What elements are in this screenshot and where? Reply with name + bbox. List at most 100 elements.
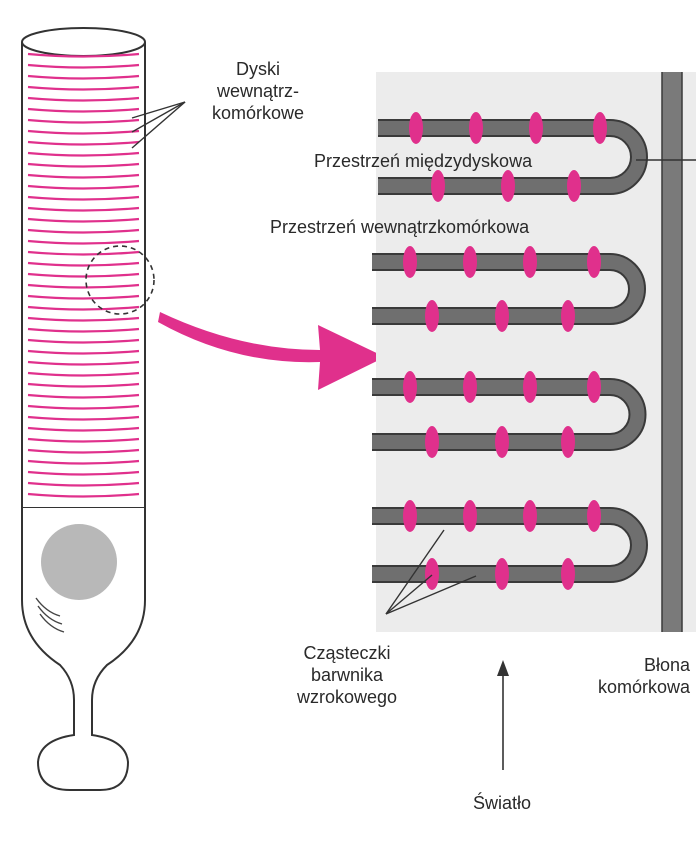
rod-disc-stripe bbox=[27, 305, 140, 311]
pigment-molecule bbox=[463, 246, 477, 278]
rod-nucleus bbox=[41, 524, 117, 600]
cell-membrane bbox=[662, 72, 682, 632]
pigment-molecule bbox=[463, 371, 477, 403]
rod-disc-stripe bbox=[27, 481, 140, 487]
rod-disc-stripe bbox=[27, 239, 140, 245]
pigment-molecule bbox=[431, 170, 445, 202]
rod-disc-stripe bbox=[27, 206, 140, 212]
pigment-molecule bbox=[425, 300, 439, 332]
pigment-molecules bbox=[403, 112, 607, 590]
pigment-molecule bbox=[495, 558, 509, 590]
membrane-label: Błona komórkowa bbox=[598, 654, 696, 698]
disc-membrane bbox=[372, 380, 645, 449]
disc-label-line1: Dyski bbox=[236, 59, 280, 79]
pigment-label-line3: wzrokowego bbox=[296, 687, 398, 707]
membrane-label-line1: Błona bbox=[644, 655, 691, 675]
rod-disc-stripe bbox=[27, 107, 140, 113]
rod-disc-stripe bbox=[27, 437, 140, 443]
pigment-label: Cząsteczki barwnika wzrokowego bbox=[282, 642, 412, 708]
rod-disc-stripe bbox=[27, 360, 140, 366]
pigment-molecule bbox=[403, 246, 417, 278]
rod-disc-stripe bbox=[27, 338, 140, 344]
rod-cell bbox=[21, 27, 155, 791]
rod-disc-stripe bbox=[27, 426, 140, 432]
disc-label: Dyski wewnątrz- komórkowe bbox=[198, 58, 318, 124]
pigment-molecule bbox=[403, 500, 417, 532]
rod-disc-stripe bbox=[27, 52, 140, 58]
pigment-molecule bbox=[561, 558, 575, 590]
pigment-molecule bbox=[567, 170, 581, 202]
zoom-arrow bbox=[158, 312, 385, 390]
rod-top-rim bbox=[21, 27, 146, 57]
pigment-molecule bbox=[425, 558, 439, 590]
rod-disc-stripe bbox=[27, 459, 140, 465]
rod-disc-stripe bbox=[27, 415, 140, 421]
rod-disc-stripe bbox=[27, 195, 140, 201]
membrane-label-line2: komórkowa bbox=[598, 677, 691, 697]
pigment-molecule bbox=[425, 426, 439, 458]
disc-label-line3: komórkowe bbox=[211, 103, 305, 123]
rod-disc-stripe bbox=[27, 371, 140, 377]
pigment-molecule bbox=[587, 246, 601, 278]
pigment-label-line1: Cząsteczki bbox=[303, 643, 391, 663]
rod-disc-stripe bbox=[27, 173, 140, 179]
rod-disc-stripe bbox=[27, 217, 140, 223]
light-label: Światło bbox=[472, 793, 532, 813]
pigment-label-leaders bbox=[385, 529, 477, 615]
rod-disc-stripe bbox=[27, 294, 140, 300]
rod-disc-stripe bbox=[27, 327, 140, 333]
pigment-molecule bbox=[523, 246, 537, 278]
pigment-molecule bbox=[495, 300, 509, 332]
pigment-molecule bbox=[587, 500, 601, 532]
rod-disc-stripe bbox=[27, 228, 140, 234]
pigment-molecule bbox=[561, 300, 575, 332]
rod-disc-stripe bbox=[27, 393, 140, 399]
pigment-label-line2: barwnika bbox=[310, 665, 384, 685]
rod-disc-stripe bbox=[27, 272, 140, 278]
rod-disc-stripes bbox=[27, 52, 140, 498]
rod-disc-stripe bbox=[27, 184, 140, 190]
rod-disc-stripe bbox=[27, 85, 140, 91]
rod-disc-stripe bbox=[27, 74, 140, 80]
rod-disc-stripe bbox=[27, 382, 140, 388]
rod-disc-stripe bbox=[27, 492, 140, 498]
pigment-molecule bbox=[469, 112, 483, 144]
rod-disc-stripe bbox=[27, 470, 140, 476]
pigment-molecule bbox=[409, 112, 423, 144]
rod-disc-stripe bbox=[27, 162, 140, 168]
rod-disc-stripe bbox=[27, 250, 140, 256]
interdisc-space-label: Przestrzeń międzydyskowa bbox=[314, 151, 533, 171]
rod-disc-stripe bbox=[27, 129, 140, 135]
rod-disc-stripe bbox=[27, 283, 140, 289]
pigment-molecule bbox=[463, 500, 477, 532]
pigment-molecule bbox=[495, 426, 509, 458]
disc-label-line2: wewnątrz- bbox=[216, 81, 300, 101]
rod-disc-stripe bbox=[27, 118, 140, 124]
rod-disc-stripe bbox=[27, 96, 140, 102]
pigment-molecule bbox=[561, 426, 575, 458]
rod-disc-stripe bbox=[27, 63, 140, 69]
disc-membrane bbox=[378, 121, 646, 193]
pigment-molecule bbox=[529, 112, 543, 144]
disc-label-leaders bbox=[131, 101, 186, 149]
rod-disc-stripe bbox=[27, 316, 140, 322]
pigment-molecule bbox=[587, 371, 601, 403]
pigment-molecule bbox=[501, 170, 515, 202]
disc-membrane bbox=[372, 509, 646, 581]
rod-disc-stripe bbox=[27, 261, 140, 267]
rod-disc-stripe bbox=[27, 140, 140, 146]
light-arrow bbox=[497, 660, 509, 770]
pigment-molecule bbox=[593, 112, 607, 144]
disc-detail-panel bbox=[372, 72, 696, 632]
rod-disc-stripe bbox=[27, 404, 140, 410]
pigment-molecule bbox=[523, 500, 537, 532]
rod-disc-stripe bbox=[27, 448, 140, 454]
pigment-molecule bbox=[403, 371, 417, 403]
zoom-region-circle bbox=[85, 245, 155, 315]
disc-stack bbox=[372, 119, 648, 583]
pigment-molecule bbox=[523, 371, 537, 403]
rod-organelle-lines bbox=[35, 597, 65, 633]
rod-disc-stripe bbox=[27, 151, 140, 157]
